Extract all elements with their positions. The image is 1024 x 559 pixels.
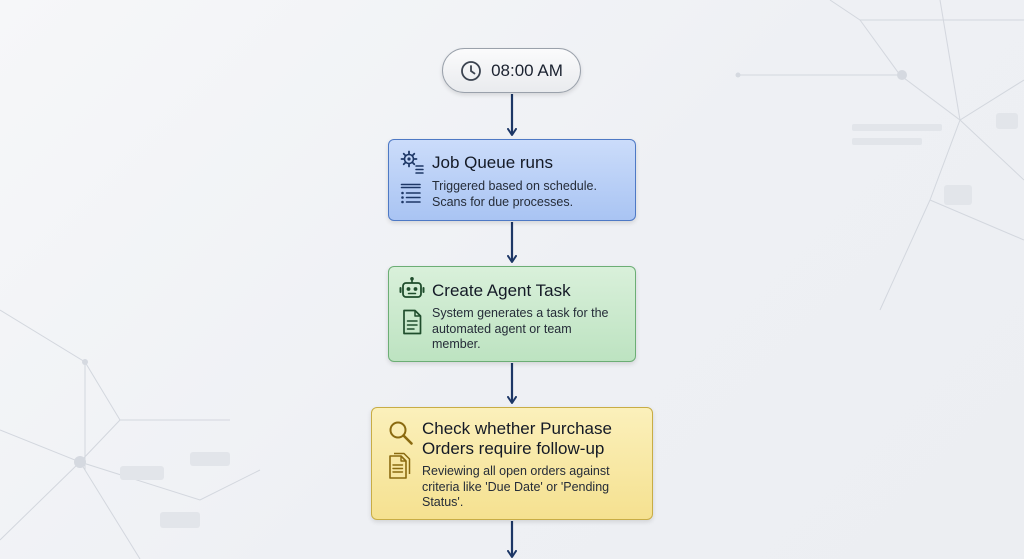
step-create-agent-task: Create Agent Task System generates a tas… [388, 266, 636, 362]
clock-icon [460, 60, 482, 82]
step-job-queue: Job Queue runs Triggered based on schedu… [388, 139, 636, 221]
robot-icon [399, 276, 425, 302]
list-icon [400, 182, 422, 204]
start-time-node: 08:00 AM [442, 48, 581, 93]
magnifier-icon [388, 420, 414, 446]
step-description: Triggered based on schedule. Scans for d… [432, 179, 597, 209]
gear-list-icon [399, 149, 425, 175]
start-time-label: 08:00 AM [491, 60, 563, 80]
document-icon [401, 309, 423, 335]
step-description: System generates a task for the automate… [432, 306, 609, 351]
step-title: Create Agent Task [432, 281, 571, 300]
documents-icon [388, 452, 412, 480]
step-description: Reviewing all open orders against criter… [422, 464, 610, 509]
step-title: Job Queue runs [432, 153, 553, 172]
step-title: Check whether Purchase Orders require fo… [422, 419, 612, 458]
step-check-purchase-orders: Check whether Purchase Orders require fo… [371, 407, 653, 520]
